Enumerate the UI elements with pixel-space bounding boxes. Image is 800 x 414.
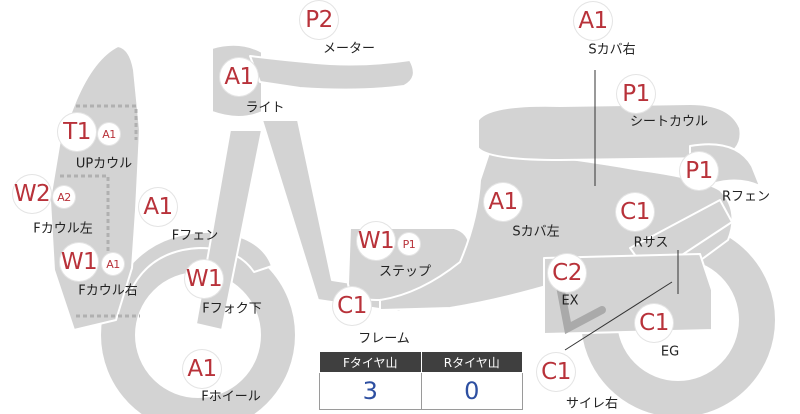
grade-f-fender: A1 bbox=[139, 188, 177, 226]
label-f-fork: Fフォク下 bbox=[202, 301, 262, 317]
grade-up-cowl: T1 bbox=[58, 113, 96, 151]
table-header-row: Fタイヤ山 Rタイヤ山 bbox=[319, 351, 523, 373]
label-r-sus: Rサス bbox=[633, 235, 669, 251]
grade-frame: C1 bbox=[333, 287, 371, 325]
label-ex: EX bbox=[561, 293, 579, 309]
grade-s-cover-l: A1 bbox=[484, 183, 522, 221]
subgrade-f-cowl-l: A2 bbox=[53, 186, 75, 208]
label-f-cowl-r: Fカウル右 bbox=[78, 283, 138, 299]
label-meter: メーター bbox=[322, 41, 376, 57]
label-f-cowl-l: Fカウル左 bbox=[33, 221, 93, 237]
subgrade-up-cowl: A1 bbox=[98, 123, 120, 145]
label-s-cover-l: Sカバ左 bbox=[512, 224, 560, 240]
grade-light: A1 bbox=[220, 58, 258, 96]
seat bbox=[477, 103, 742, 161]
grade-step: W1 bbox=[357, 222, 395, 260]
tire-tread-table: Fタイヤ山 Rタイヤ山 3 0 bbox=[319, 351, 523, 410]
grade-ex: C2 bbox=[548, 254, 586, 292]
grade-seat-cowl: P1 bbox=[617, 75, 655, 113]
label-silencer-r: サイレ右 bbox=[565, 396, 619, 412]
label-eg: EG bbox=[660, 344, 680, 360]
exhaust-pipe bbox=[556, 282, 606, 335]
subgrade-f-cowl-r: A1 bbox=[102, 253, 124, 275]
label-frame: フレーム bbox=[358, 331, 410, 347]
leader-silencer-r bbox=[564, 281, 673, 351]
handlebar bbox=[249, 55, 415, 91]
subgrade-step: P1 bbox=[398, 233, 420, 255]
label-r-fender: Rフェン bbox=[721, 189, 771, 205]
grade-r-sus: C1 bbox=[616, 193, 654, 231]
grade-f-cowl-r: W1 bbox=[60, 243, 98, 281]
grade-r-fender: P1 bbox=[680, 152, 718, 190]
table-row: 3 0 bbox=[319, 372, 523, 410]
label-up-cowl: UPカウル bbox=[75, 156, 133, 172]
grade-f-cowl-l: W2 bbox=[13, 175, 51, 213]
label-f-fender: Fフェン bbox=[171, 228, 219, 244]
label-seat-cowl: シートカウル bbox=[629, 114, 709, 130]
cowl-seam-lower bbox=[60, 174, 110, 252]
cowl-seam-upper bbox=[76, 104, 138, 140]
value-f-tire-tread: 3 bbox=[319, 372, 422, 410]
grade-f-fork: W1 bbox=[185, 260, 223, 298]
label-s-cover-r: Sカバ右 bbox=[588, 42, 636, 58]
label-step: ステップ bbox=[378, 264, 432, 280]
label-light: ライト bbox=[245, 100, 285, 116]
grade-eg: C1 bbox=[635, 304, 673, 342]
grade-silencer-r: C1 bbox=[537, 353, 575, 391]
header-f-tire-tread: Fタイヤ山 bbox=[319, 351, 422, 373]
label-f-wheel: Fホイール bbox=[201, 389, 261, 405]
grade-f-wheel: A1 bbox=[183, 350, 221, 388]
header-r-tire-tread: Rタイヤ山 bbox=[420, 351, 523, 373]
grade-s-cover-r: A1 bbox=[574, 2, 612, 40]
value-r-tire-tread: 0 bbox=[420, 372, 523, 410]
grade-meter: P2 bbox=[300, 1, 338, 39]
